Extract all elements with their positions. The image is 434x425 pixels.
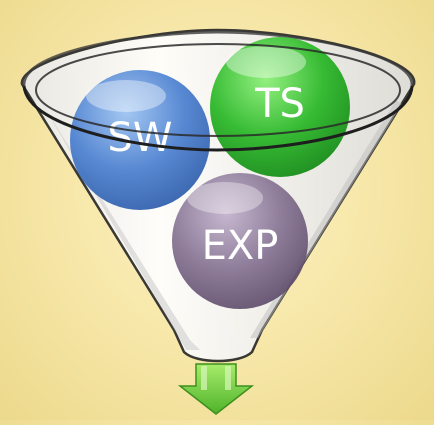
- ball-exp-sphere: [172, 173, 308, 309]
- ball-ts-label: TS: [254, 81, 305, 127]
- down-arrow-icon: [177, 363, 255, 415]
- ball-exp: EXP: [172, 173, 308, 309]
- funnel-rim-front: [22, 85, 414, 152]
- funnel-rim-inner: [35, 43, 401, 137]
- ball-sw-highlight: [86, 80, 166, 112]
- funnel-rim-back: [22, 30, 414, 87]
- ball-exp-label: EXP: [202, 223, 279, 269]
- ball-ts-highlight: [226, 46, 306, 78]
- down-arrow-stripe-right: [225, 366, 231, 390]
- down-arrow-stripe-left: [201, 366, 207, 390]
- ball-sw: SW: [70, 70, 210, 210]
- ball-sw-label: SW: [108, 115, 173, 161]
- ball-ts: TS: [210, 37, 350, 177]
- ball-exp-highlight: [187, 182, 263, 214]
- ball-sw-sphere: [70, 70, 210, 210]
